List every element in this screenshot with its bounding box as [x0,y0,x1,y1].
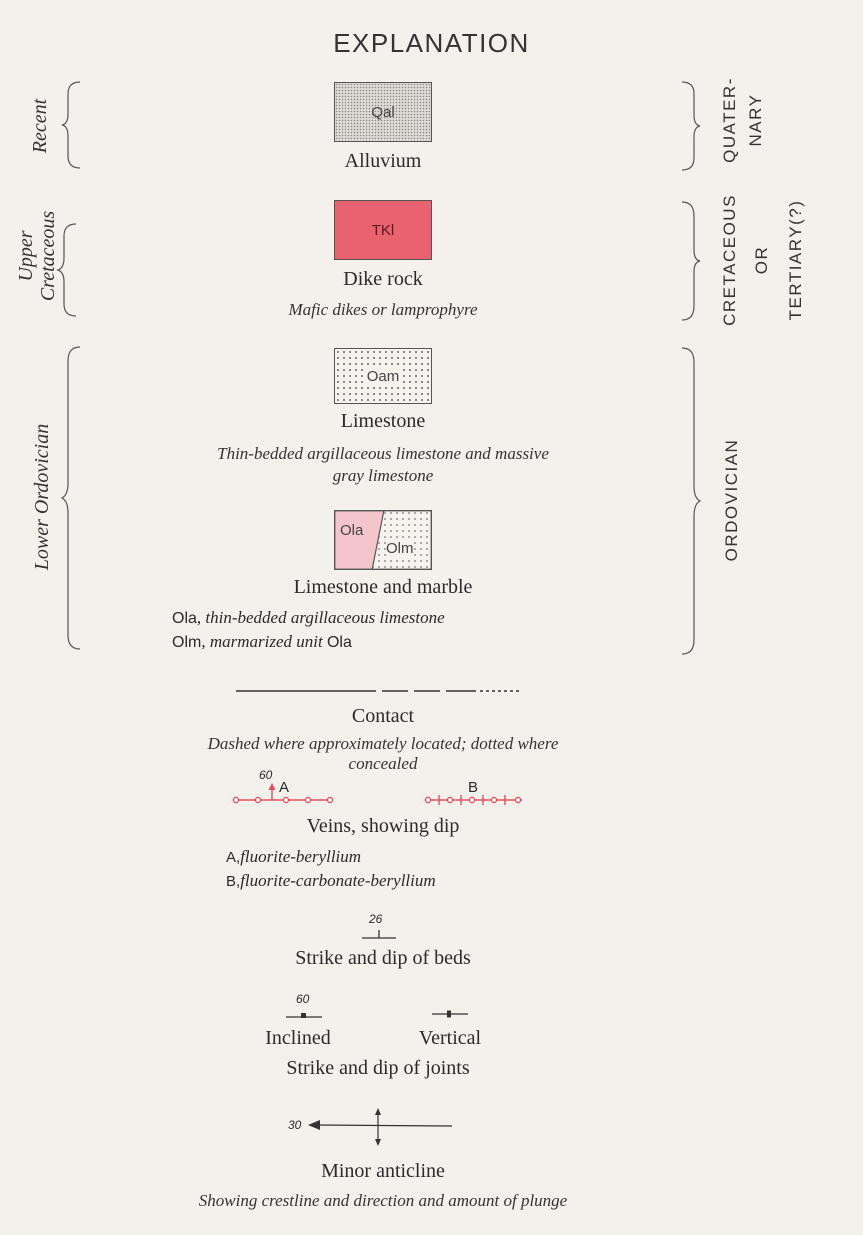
unit-symbol-oam: Oam [366,367,400,385]
joint-inclined-symbol [286,1013,322,1018]
veins-name: Veins, showing dip [306,815,460,837]
unit-desc-limestone-1: Thin-bedded argillaceous limestone and m… [217,444,549,463]
olm-desc-line: Olm, marmarized unit Ola [172,632,352,652]
unit-box-qal: Qal [334,82,432,142]
olm-ref: Ola [326,634,352,651]
vein-b-desc: fluorite-carbonate-beryllium [240,871,436,890]
joints-dip-value: 60 [296,992,310,1006]
vein-a-desc-line: A,fluorite-beryllium [226,847,361,867]
beds-strike-dip-symbol [362,930,396,939]
joint-vertical-symbol [432,1010,468,1018]
period-cretaceous: CRETACEOUS [720,194,739,326]
vein-a-desc: fluorite-beryllium [240,847,362,866]
anticline-symbol [308,1108,453,1146]
joints-vertical-label: Vertical [418,1027,482,1049]
olm-desc: , marmarized unit [201,632,327,651]
unit-symbol-ola: Ola [340,522,364,539]
unit-name-dike-rock: Dike rock [343,268,423,290]
contact-line-symbol [236,690,520,692]
period-quaternary-line2: NARY [746,93,765,147]
unit-box-oam: Oam [334,348,432,404]
contact-name: Contact [351,705,415,727]
vein-a-code: A, [226,849,241,866]
vein-a-label: A [279,779,290,796]
vein-symbols [232,783,522,805]
unit-symbol-olm: Olm [386,540,414,557]
unit-name-limestone: Limestone [340,410,426,432]
vein-b-code: B, [226,873,241,890]
period-or: OR [752,245,771,275]
beds-dip-value: 26 [369,912,383,926]
vein-b-label: B [468,779,479,796]
contact-desc-1: Dashed where approximately located; dott… [207,734,559,753]
anticline-desc: Showing crestline and direction and amou… [198,1191,568,1210]
legend-title: EXPLANATION [333,28,530,58]
ola-desc-line: Ola, thin-bedded argillaceous limestone [172,608,445,628]
unit-desc-limestone-2: gray limestone [332,466,434,485]
anticline-plunge-value: 30 [288,1118,302,1132]
olm-code: Olm [172,634,202,651]
contact-desc-2: concealed [348,754,418,773]
beds-name: Strike and dip of beds [295,947,471,969]
unit-symbol-tkl: TKl [371,221,395,239]
brace-lower-ordovician [60,346,81,650]
unit-symbol-qal: Qal [371,103,395,121]
period-tertiary: TERTIARY(?) [786,199,805,321]
brace-cretaceous-tertiary [681,201,701,321]
age-upper-label: Upper [15,230,37,282]
unit-desc-dike-rock: Mafic dikes or lamprophyre [288,300,478,319]
joints-inclined-label: Inclined [265,1027,331,1049]
period-quaternary-line1: QUATER- [720,77,739,163]
unit-name-limestone-marble: Limestone and marble [293,576,473,598]
age-lower-ordovician-label: Lower Ordovician [31,423,53,571]
anticline-name: Minor anticline [321,1160,445,1182]
brace-quaternary [681,81,701,171]
ola-code: Ola [172,610,197,627]
brace-ordovician [681,347,702,655]
age-recent-label: Recent [29,98,51,154]
brace-recent [61,81,81,169]
unit-box-ola-olm [333,509,432,571]
ola-desc: , thin-bedded argillaceous limestone [196,608,445,627]
joints-name: Strike and dip of joints [286,1057,470,1079]
vein-a-dip-value: 60 [259,768,273,782]
unit-box-tkl: TKl [334,200,432,260]
period-ordovician: ORDOVICIAN [722,438,741,562]
vein-b-desc-line: B,fluorite-carbonate-beryllium [226,871,436,891]
brace-upper-cretaceous [56,223,77,317]
unit-name-alluvium: Alluvium [344,150,422,172]
